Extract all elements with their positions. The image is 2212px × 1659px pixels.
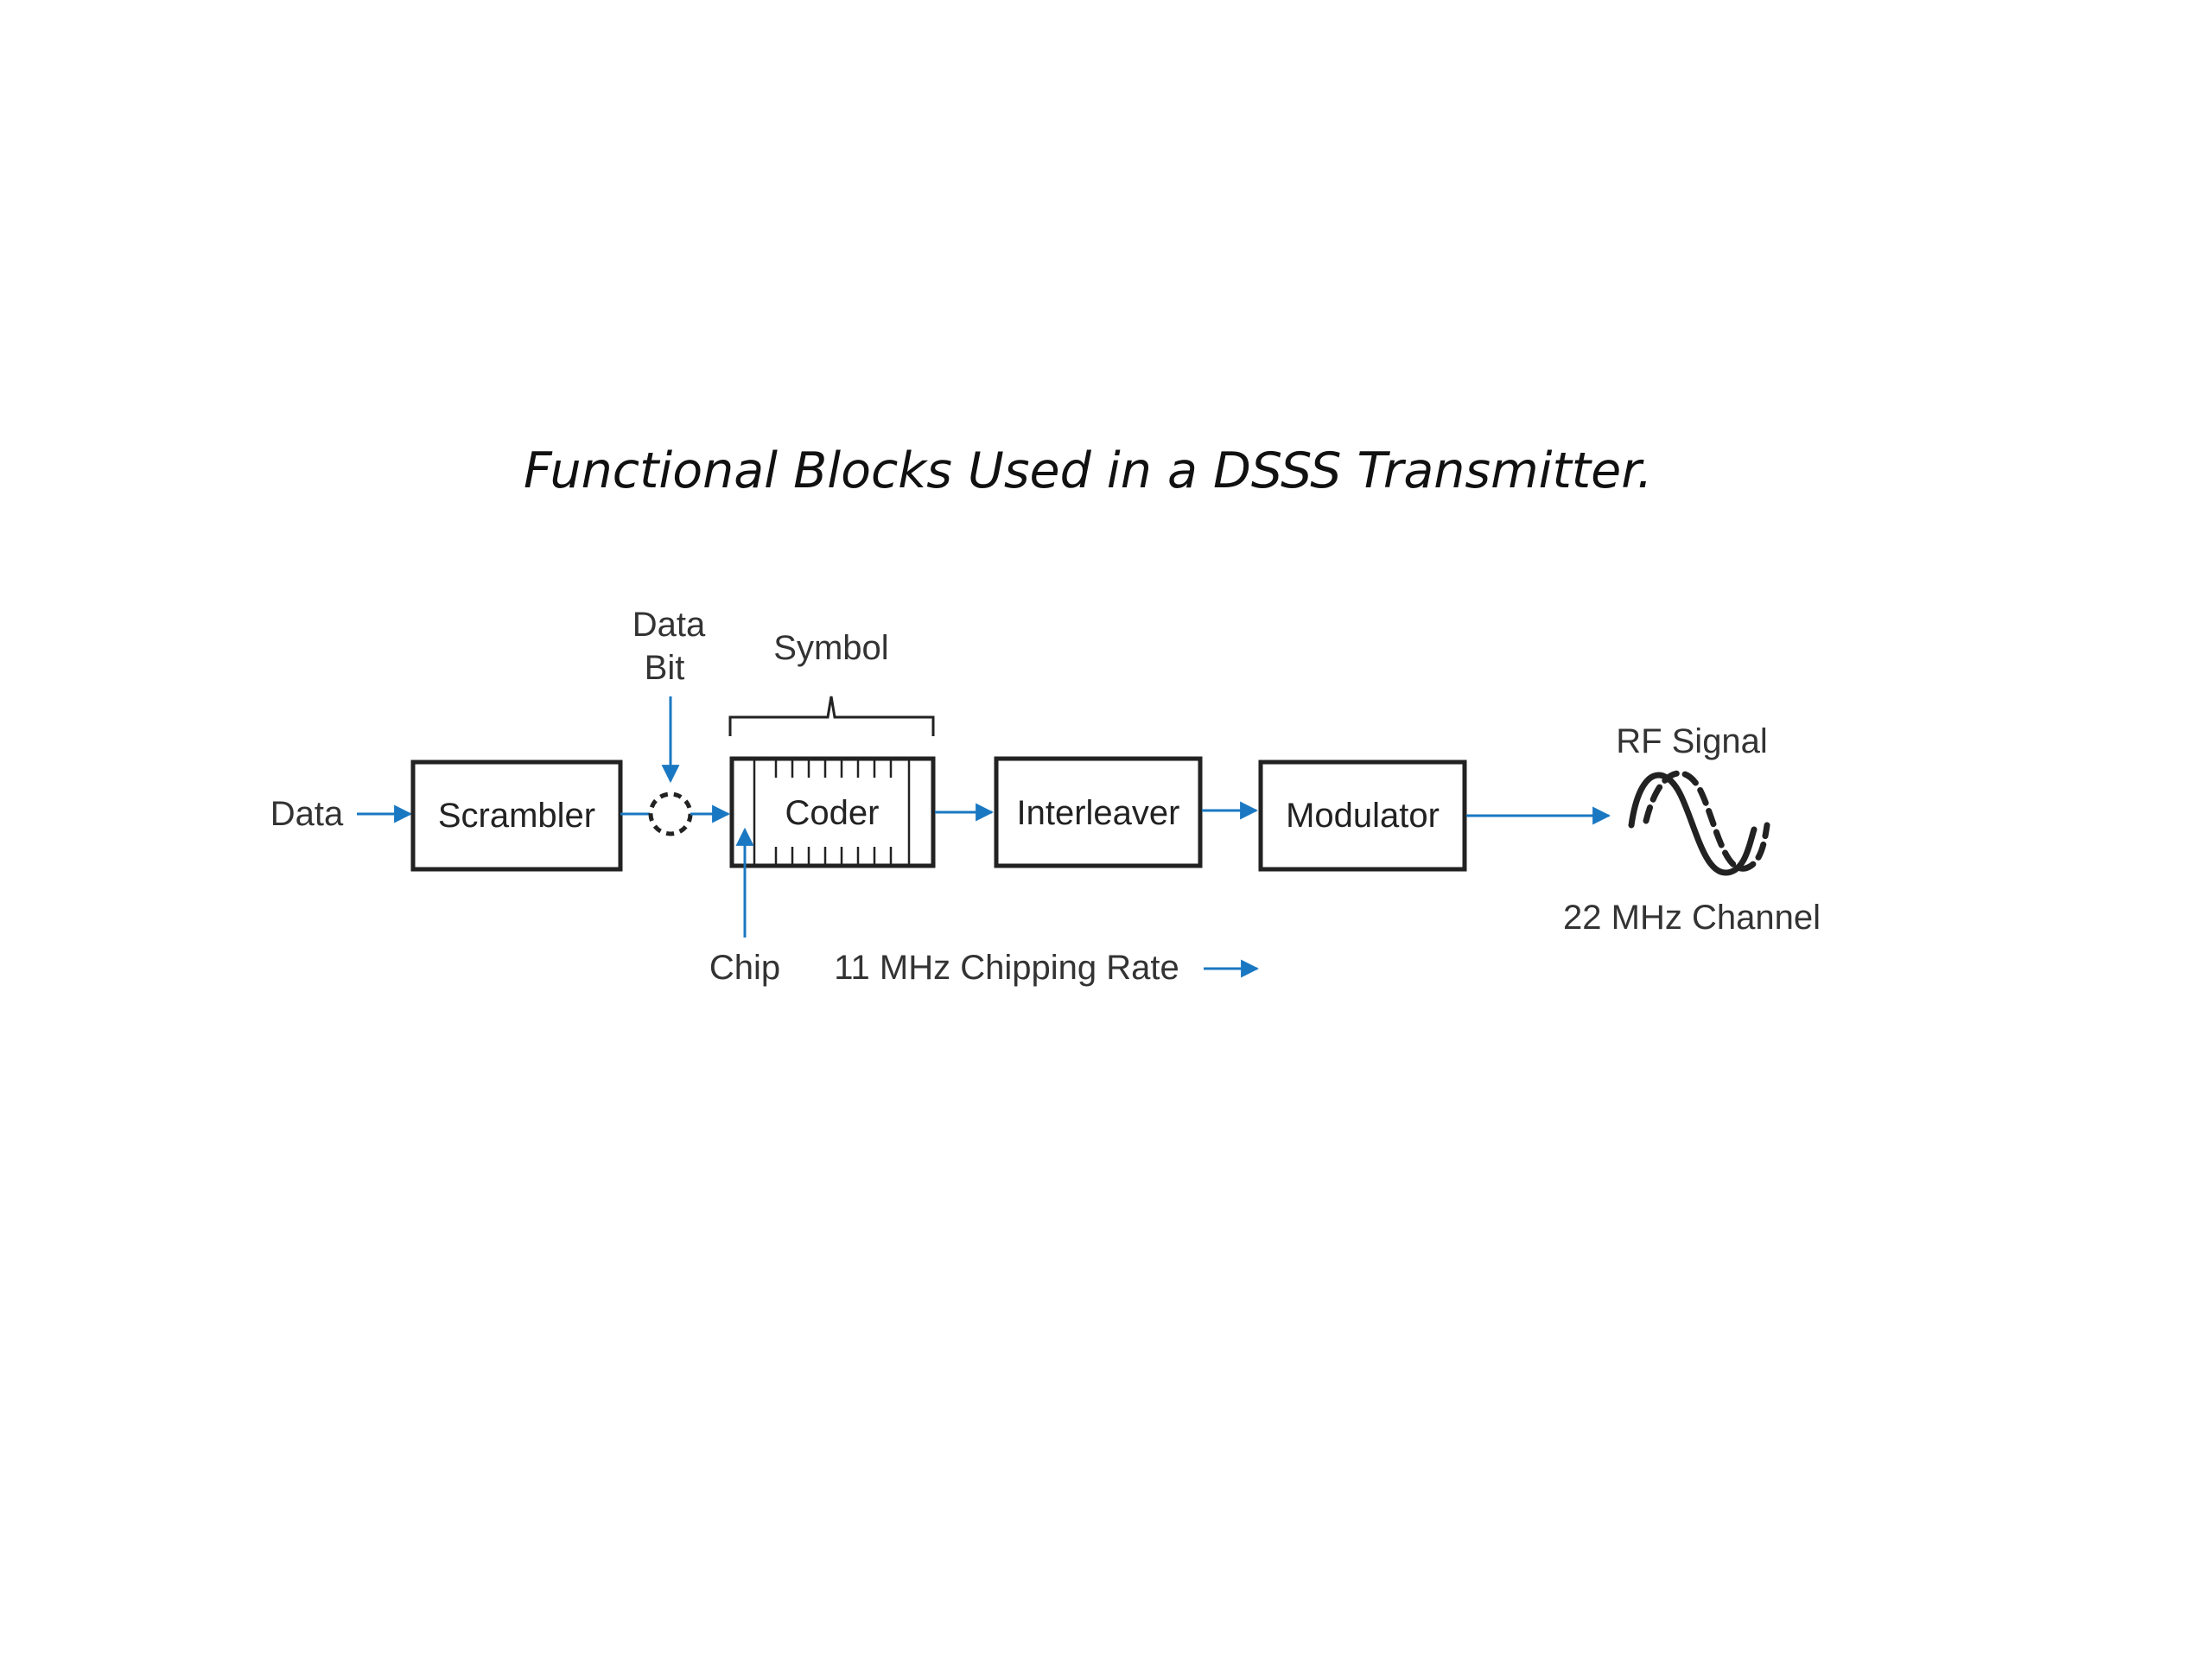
coder-label: Coder (785, 794, 880, 832)
scrambler-block: Scrambler (410, 760, 623, 872)
scrambler-label: Scrambler (438, 797, 595, 835)
xor-combiner (648, 791, 693, 836)
chipping-rate-label: 11 MHz Chipping Rate (834, 949, 1179, 987)
chip-label: Chip (709, 949, 780, 987)
interleaver-label: Interleaver (1017, 794, 1180, 832)
coder-block: Coder (729, 756, 936, 868)
rf-signal-label: RF Signal (1616, 722, 1768, 760)
diagram-caption: Functional Blocks Used in a DSSS Transmi… (524, 442, 1653, 499)
data-input-label: Data (270, 795, 344, 833)
interleaver-block: Interleaver (994, 756, 1203, 868)
channel-label: 22 MHz Channel (1563, 899, 1821, 937)
rf-waveform-icon (1628, 770, 1770, 876)
symbol-label: Symbol (773, 629, 888, 667)
symbol-bracket (728, 696, 935, 736)
coder-chip-ticks (774, 760, 893, 864)
modulator-label: Modulator (1286, 797, 1440, 835)
modulator-block: Modulator (1258, 760, 1467, 872)
data-bit-label-line2: Bit (645, 649, 685, 687)
data-bit-label-line1: Data (632, 606, 706, 644)
